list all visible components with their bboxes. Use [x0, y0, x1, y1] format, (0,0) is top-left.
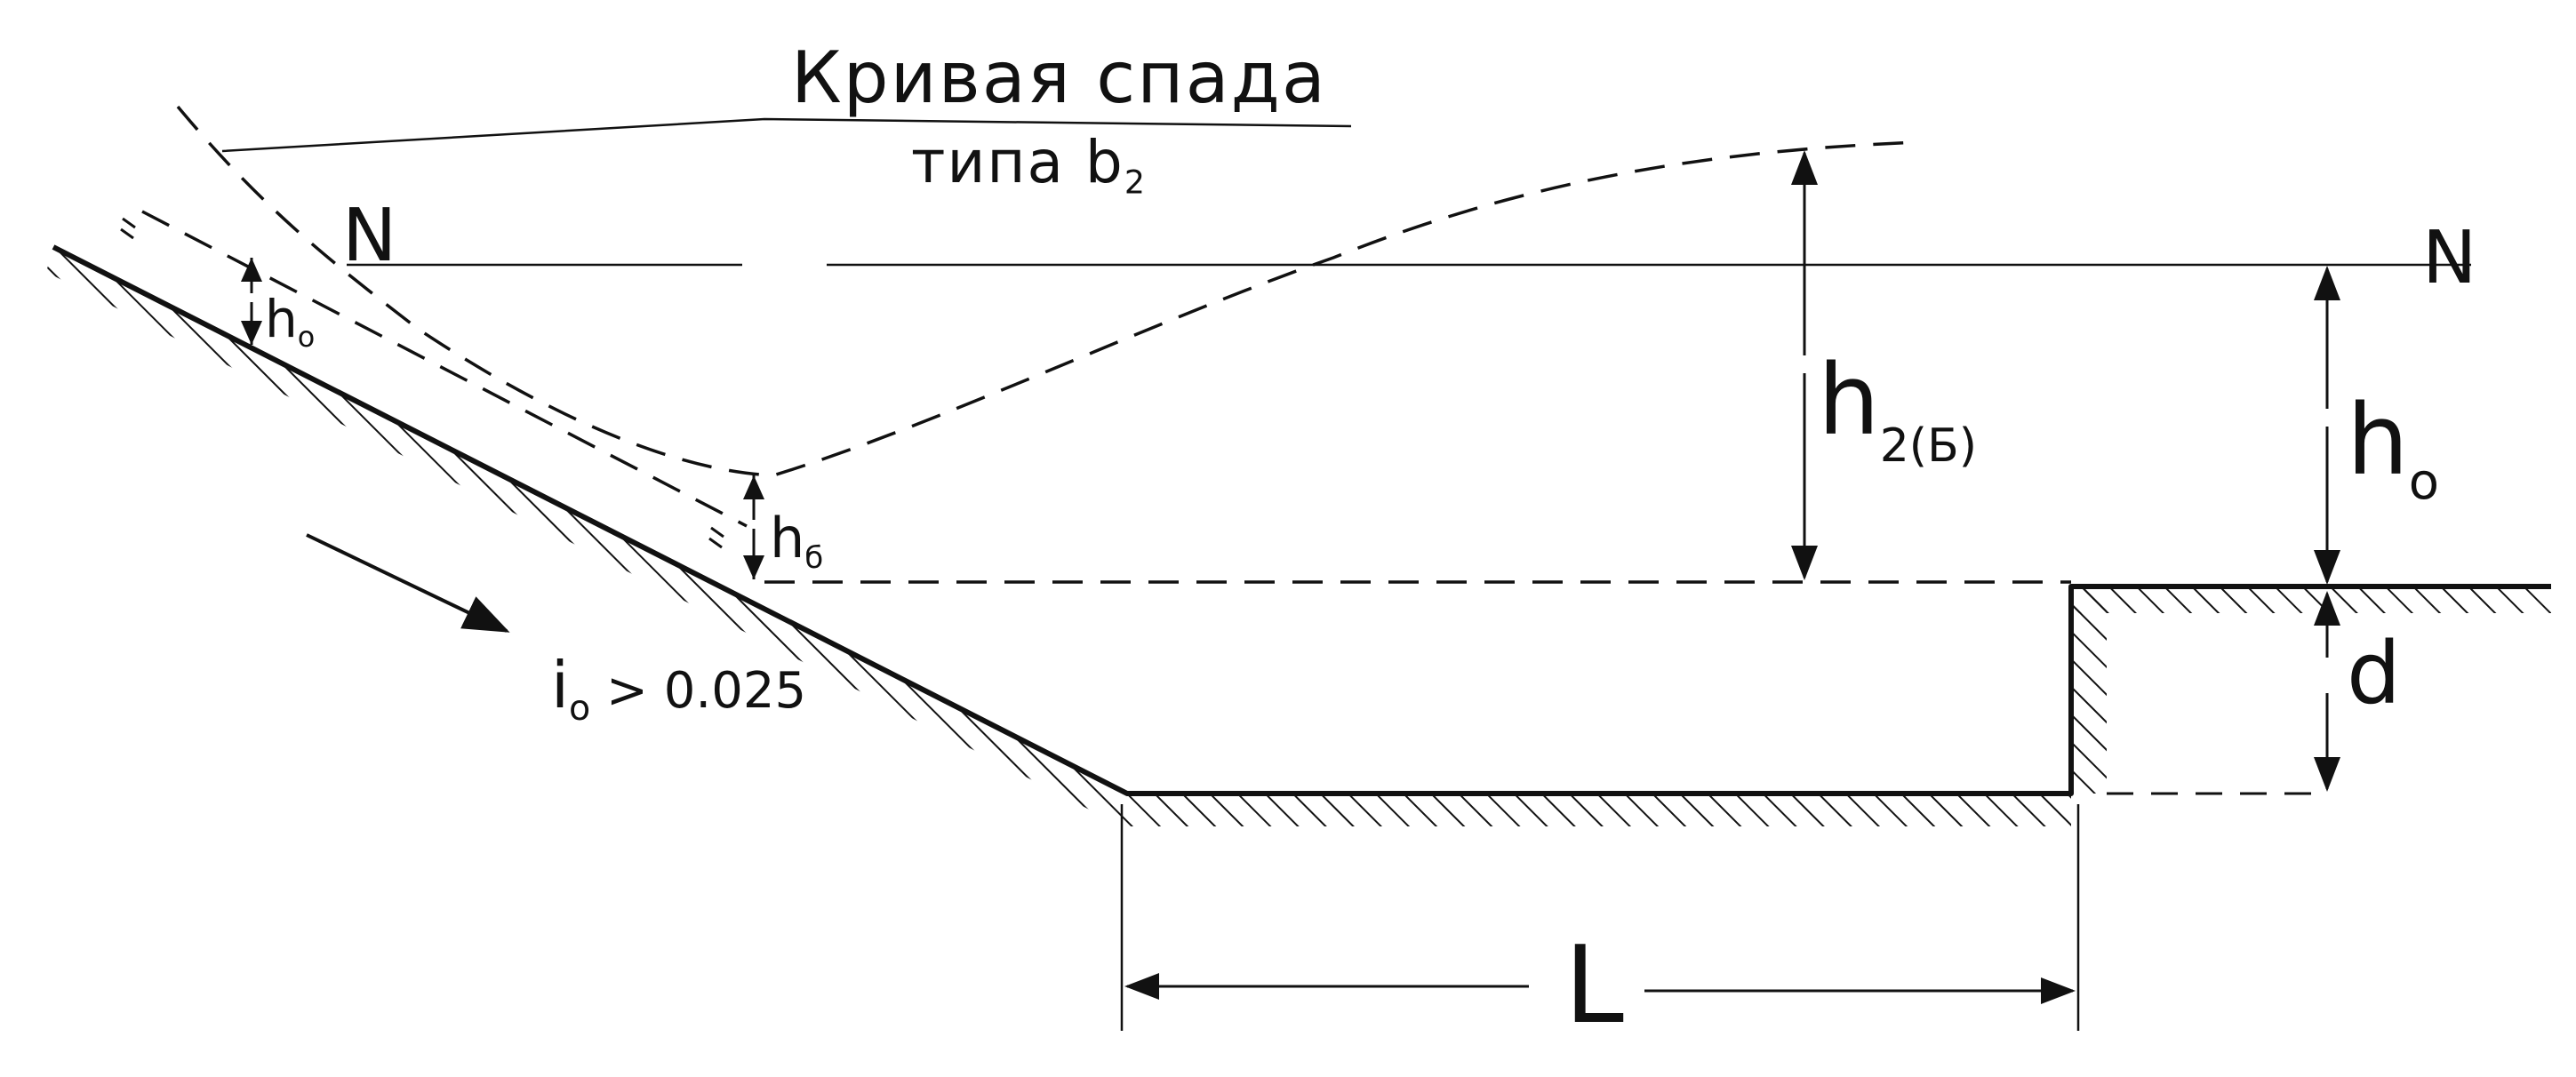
label-h0-right: ho [2347, 391, 2439, 507]
label-h0-left-text: h [265, 289, 298, 349]
label-slope-sub: o [569, 687, 591, 729]
label-l: L [1564, 924, 1624, 1048]
label-h0-right-sub: o [2408, 453, 2439, 511]
ground-hatching [2071, 586, 2551, 613]
title-line-2-text: типа b [911, 128, 1124, 196]
basin-floor-hatching [1127, 794, 2071, 826]
slope-hatching [46, 247, 1127, 829]
label-hb-sub: б [804, 539, 824, 576]
label-slope: io > 0.025 [551, 653, 806, 726]
label-slope-i: i [551, 648, 570, 722]
channel-bed [46, 244, 2551, 829]
title-line-2-sub: 2 [1124, 163, 1147, 202]
bed-line [52, 244, 2551, 796]
break-mark-lower [708, 526, 724, 549]
label-h2-text: h [1818, 343, 1880, 457]
label-d: d [2347, 624, 2401, 723]
label-h2-sub: 2(Б) [1879, 419, 1978, 474]
break-mark-upper [120, 217, 136, 240]
flow-direction-arrow [306, 533, 510, 633]
title-line-2: типа b2 [911, 133, 1147, 199]
label-slope-value: > 0.025 [590, 662, 807, 720]
normal-depth-line-slope [141, 210, 748, 528]
sill-wall-hatching [2071, 586, 2107, 794]
label-n-right: N [2422, 216, 2477, 300]
title-line-1: Кривая спада [791, 36, 1327, 119]
label-h2: h2(Б) [1818, 351, 1977, 469]
label-h0-right-text: h [2347, 383, 2409, 497]
drawdown-curve-b2 [176, 105, 1921, 477]
label-h0-left: ho [265, 293, 315, 352]
label-h0-left-sub: o [297, 320, 316, 355]
title-underline [221, 117, 1352, 153]
label-hb-text: h [770, 506, 805, 570]
label-hb: hб [770, 511, 823, 573]
label-n-left: N [342, 194, 397, 278]
